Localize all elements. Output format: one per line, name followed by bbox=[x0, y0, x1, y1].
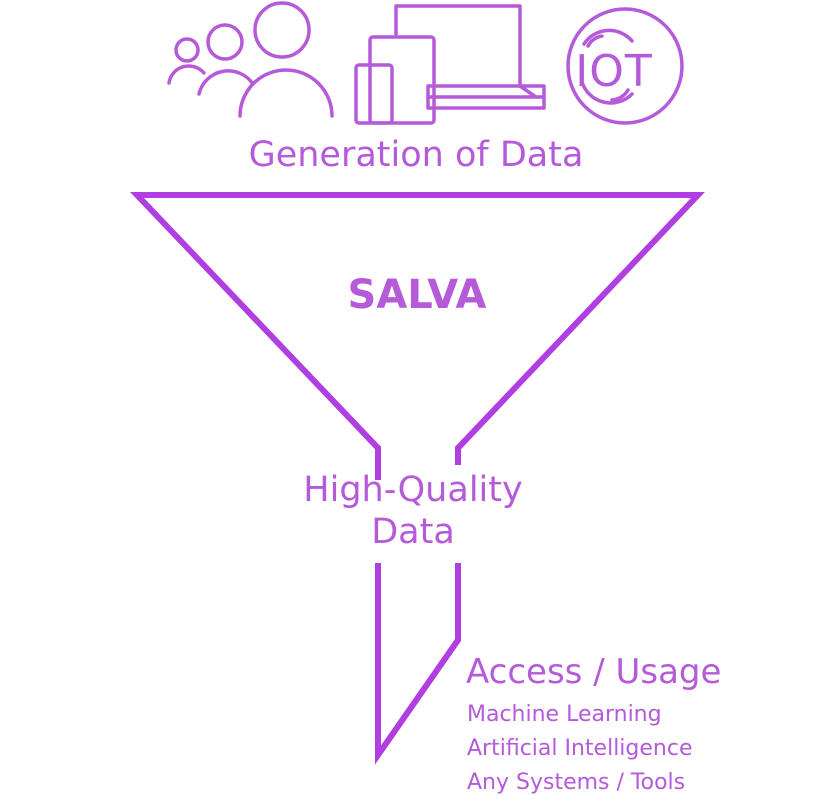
iot-icon bbox=[566, 7, 684, 125]
data-label: Data bbox=[371, 512, 455, 552]
iot-label: IOT bbox=[575, 46, 653, 97]
funnel-left-edge bbox=[129, 192, 705, 480]
generation-of-data-label: Generation of Data bbox=[248, 135, 584, 175]
devices-icon bbox=[354, 4, 546, 125]
access-usage-title: Access / Usage bbox=[466, 652, 722, 692]
output-item: Artificial Intelligence bbox=[467, 736, 693, 761]
funnel-stem bbox=[375, 563, 461, 765]
salva-label: SALVA bbox=[347, 272, 487, 318]
high-quality-label: High-Quality bbox=[303, 470, 523, 510]
output-item: Any Systems / Tools bbox=[467, 770, 686, 795]
people-icon bbox=[167, 1, 334, 118]
output-item: Machine Learning bbox=[467, 702, 662, 727]
